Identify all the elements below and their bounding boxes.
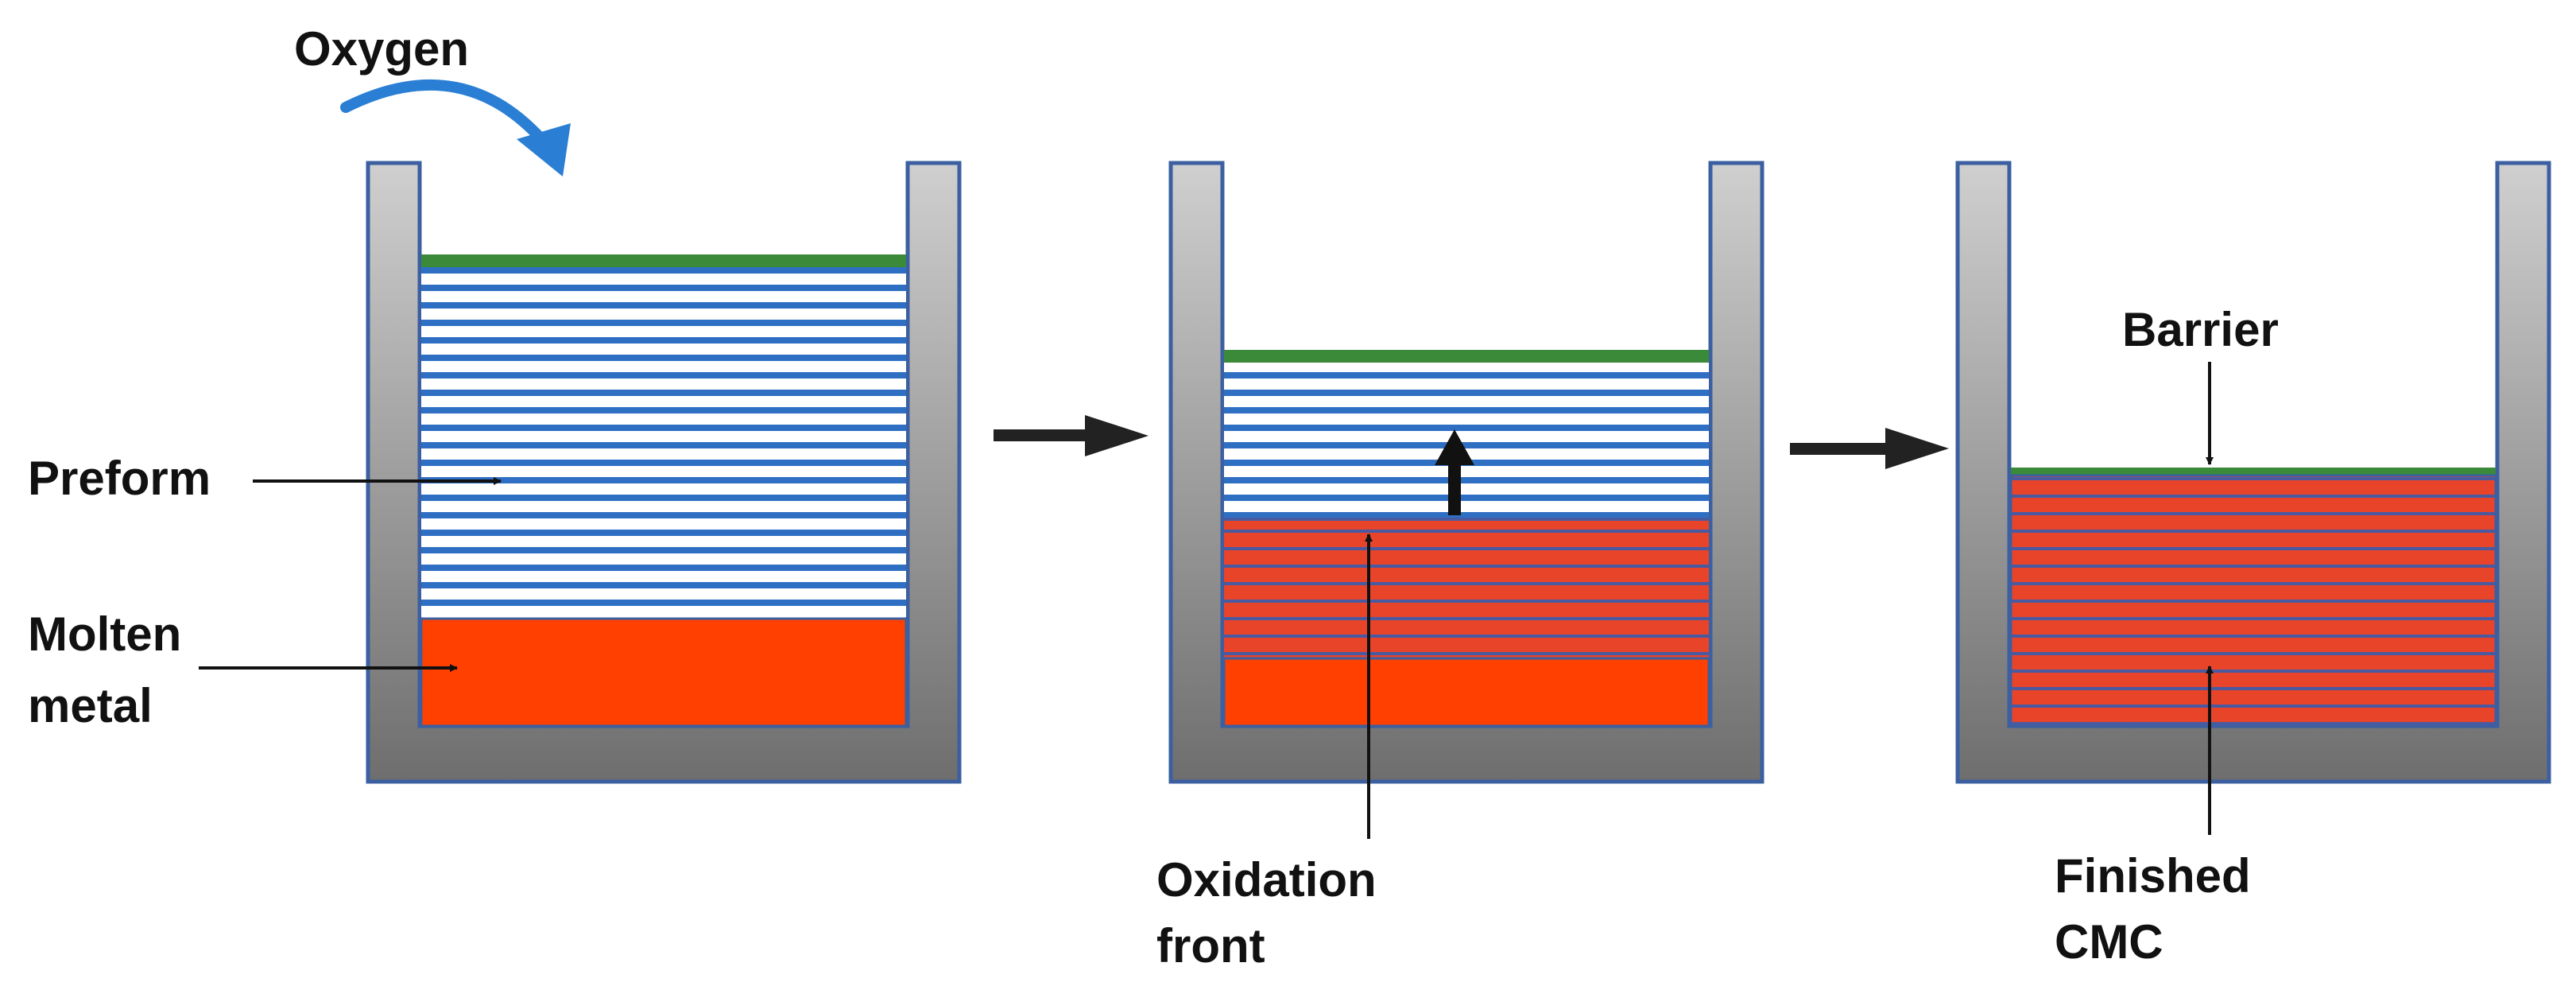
preform-stage-1 [421,267,906,617]
barrier-label: Barrier [2122,303,2279,356]
molten-label-line2: metal [28,679,153,732]
process-arrow-2-icon [1790,428,1949,469]
growth-up-arrow-icon [1435,429,1474,515]
finished-label-line2: CMC [2055,915,2163,969]
oxygen-label: Oxygen [294,22,469,76]
barrier-layer-stage-3 [2011,468,2496,476]
crucible-stage-1 [366,161,962,784]
preform-label: Preform [28,452,211,505]
preform-stage-2 [1224,363,1709,518]
oxidation-label-line1: Oxidation [1156,853,1377,906]
composite-stage-2 [1224,519,1709,658]
barrier-layer-stage-1 [421,254,906,267]
oxidation-label-line2: front [1156,919,1265,972]
finished-composite-stage-3 [2009,474,2497,728]
process-arrow-1-icon [994,415,1149,456]
crucible-stage-2 [1168,161,1764,784]
molten-metal-stage-2 [1222,657,1710,728]
molten-label-line1: Molten [28,608,181,661]
finished-label-line1: Finished [2055,849,2251,903]
oxygen-arrow-icon [340,79,571,177]
barrier-layer-stage-2 [1224,350,1709,363]
crucible-stage-3 [1955,161,2551,784]
molten-metal-stage-1 [420,617,908,728]
